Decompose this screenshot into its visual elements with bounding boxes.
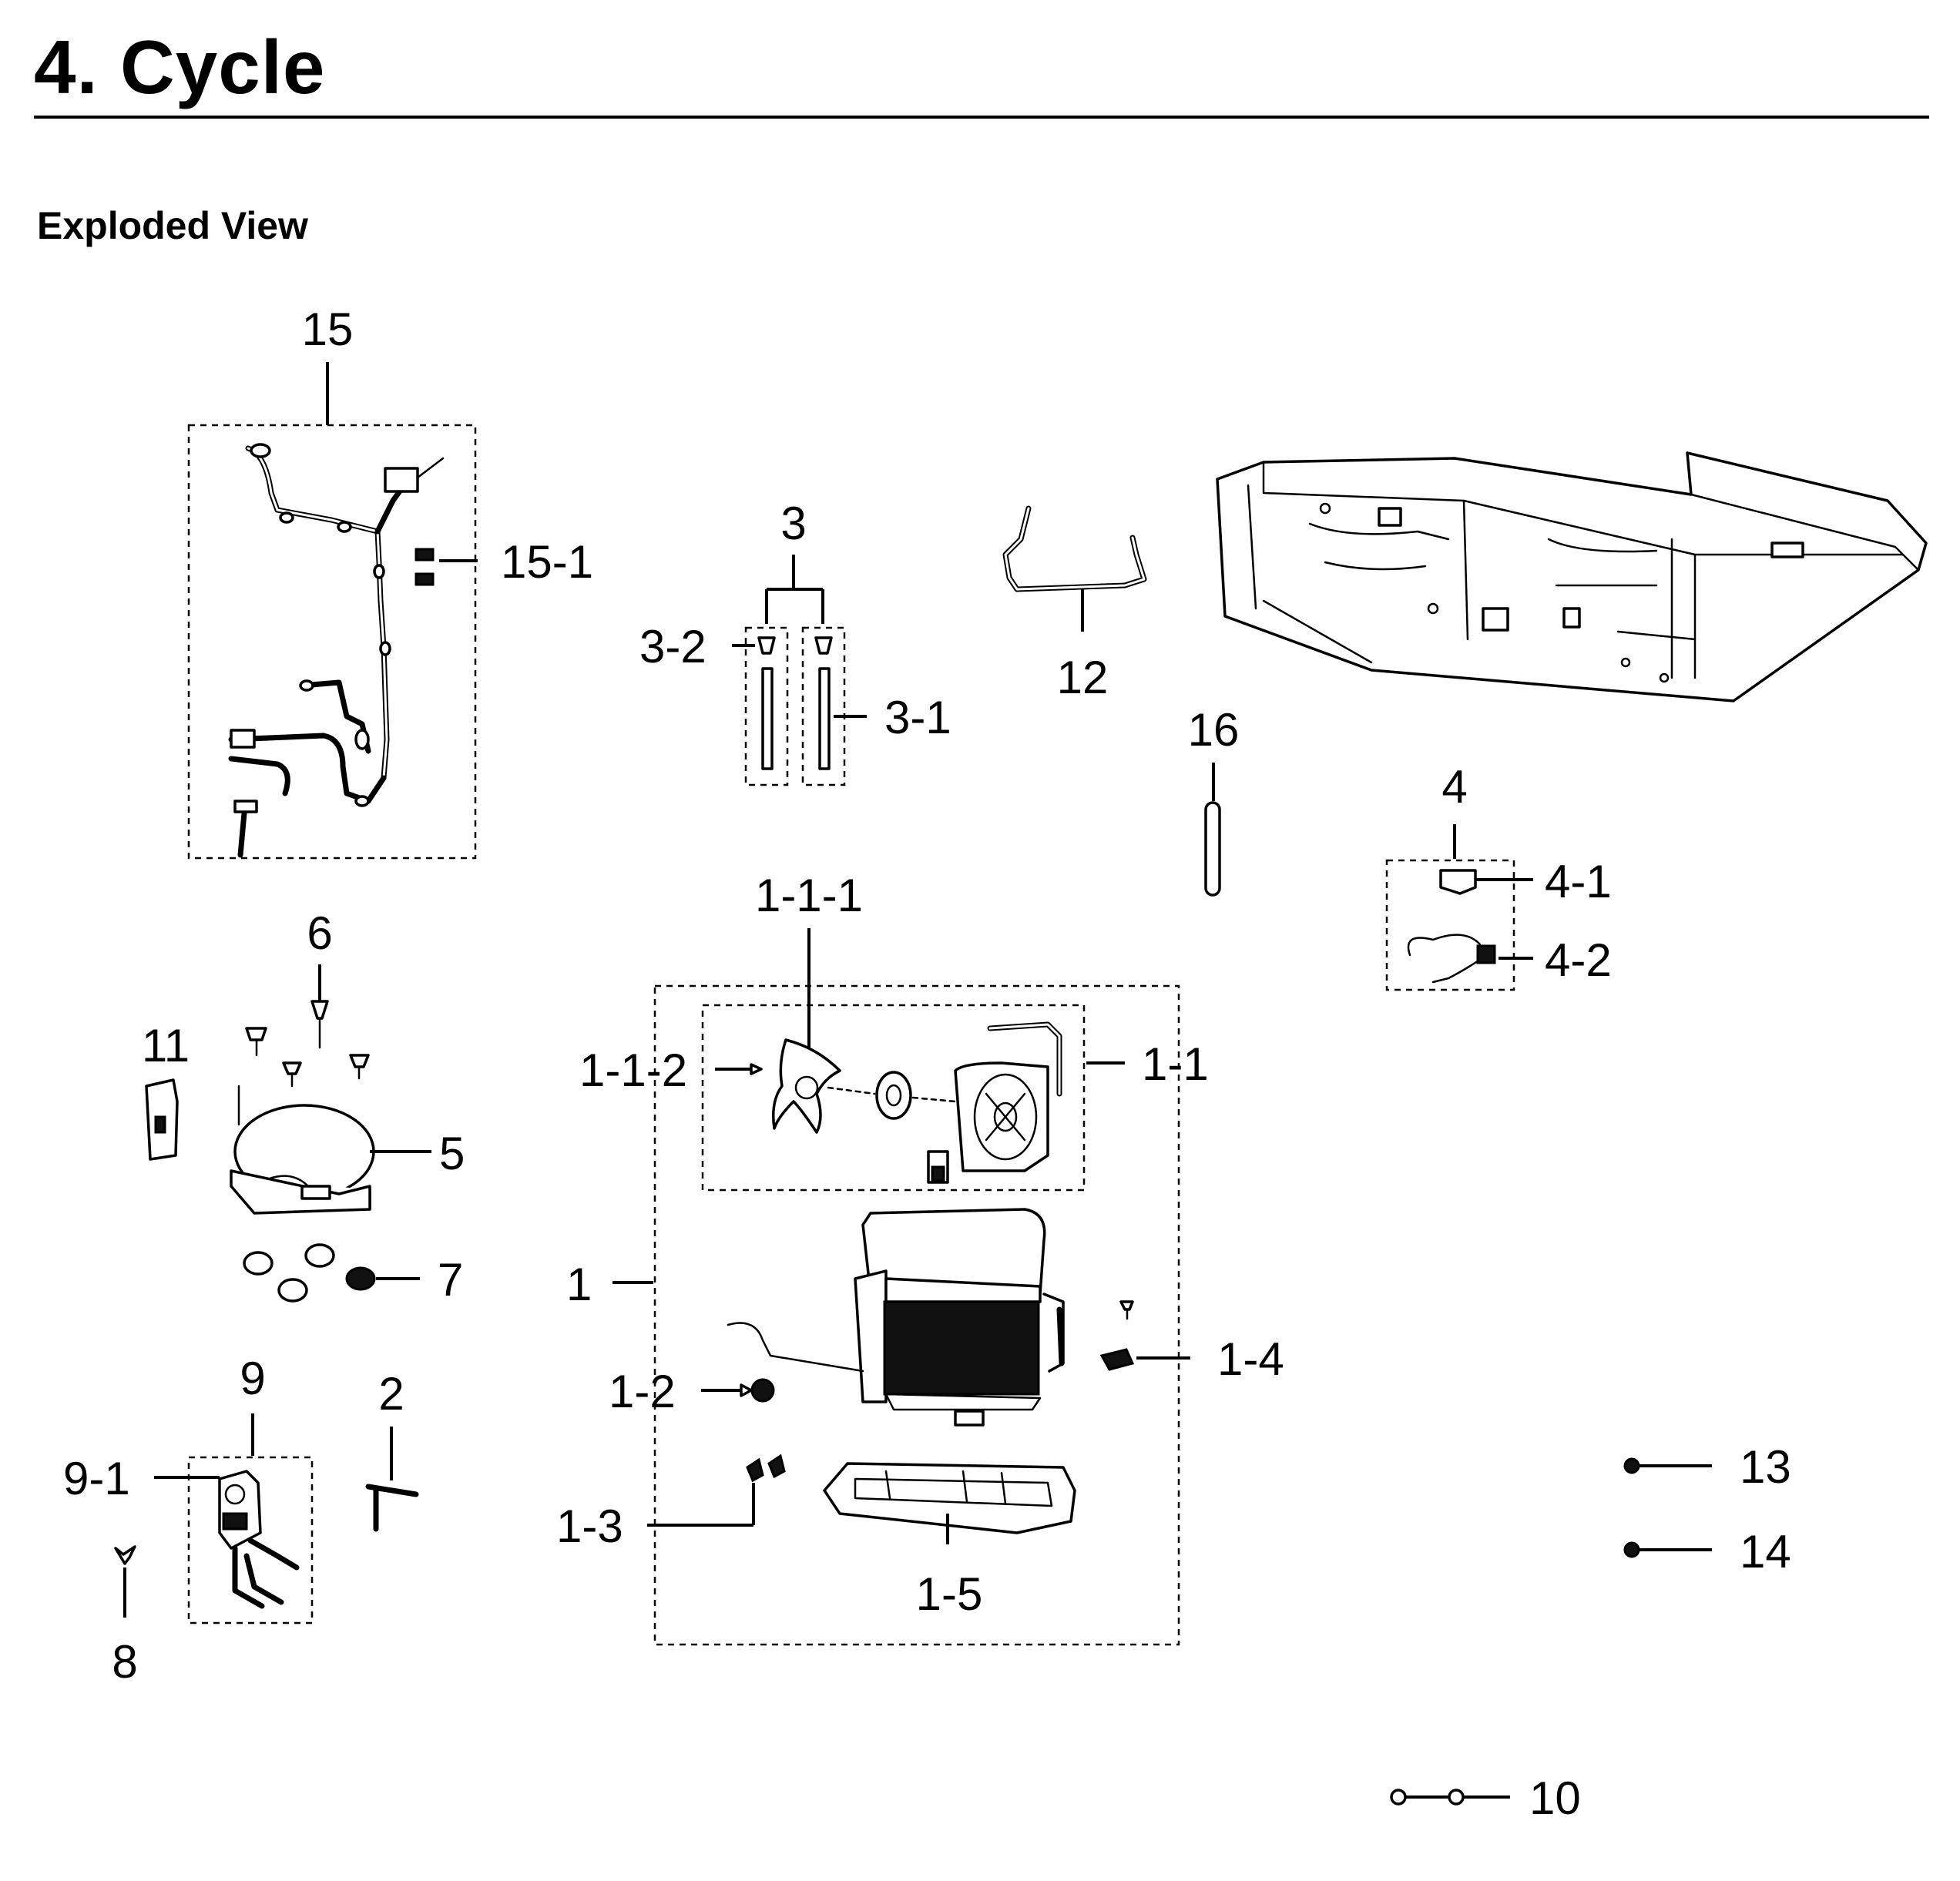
part-4-assembly: 4 4-1 4-2 [1385,761,1612,991]
callout-3-1: 3-1 [884,692,951,743]
callout-13: 13 [1740,1441,1791,1493]
callout-16: 16 [1188,704,1240,756]
part-9-valve-assembly: 9 9-1 [63,1353,314,1624]
page-title: 4. Cycle [34,25,326,109]
callout-1-1-2: 1-1-2 [579,1044,687,1096]
callout-15-1: 15-1 [501,536,593,588]
callout-15: 15 [302,303,354,355]
part-2-tube-fitting: 2 [365,1368,419,1532]
part-14-grommet: 14 [1623,1526,1791,1578]
callout-1-5: 1-5 [916,1568,983,1620]
part-16-sensor: 16 [1188,704,1240,897]
part-1-condenser-unit: 1-1-1 1-1-2 1-1 1 [556,870,1284,1646]
callout-5: 5 [439,1128,465,1179]
callout-2: 2 [378,1368,404,1420]
callout-8: 8 [112,1636,137,1688]
part-13-grommet: 13 [1623,1441,1791,1493]
callout-1-1: 1-1 [1142,1038,1209,1090]
callout-11: 11 [142,1020,190,1071]
callout-3: 3 [780,498,806,549]
callout-1: 1 [566,1259,592,1310]
callout-1-3: 1-3 [556,1500,623,1552]
callout-10: 10 [1529,1772,1581,1824]
callout-12: 12 [1057,652,1109,703]
callout-1-1-1: 1-1-1 [755,870,863,921]
callout-7: 7 [438,1254,463,1306]
base-frame [1216,451,1928,702]
callout-1-2: 1-2 [609,1366,676,1417]
callout-4: 4 [1441,761,1467,813]
part-8-clip: 8 [112,1545,138,1688]
callout-6: 6 [307,907,332,959]
compressor-group: 6 11 5 7 [142,907,465,1306]
callout-9-1: 9-1 [63,1453,130,1504]
callout-1-4: 1-4 [1217,1333,1284,1385]
part-3-capillary-tubes: 3 3-2 3-1 [639,498,951,786]
part-15-tubing-assembly: 15 15-1 [187,303,593,860]
callout-9: 9 [240,1353,265,1404]
callout-4-2: 4-2 [1545,934,1612,986]
title-rule [34,116,1929,119]
section-heading: Exploded View [37,204,308,247]
part-12-pipe: 12 [1002,505,1147,703]
callout-3-2: 3-2 [639,621,706,672]
callout-4-1: 4-1 [1545,856,1612,907]
callout-14: 14 [1740,1526,1791,1578]
part-10-connector: 10 [1390,1772,1581,1824]
